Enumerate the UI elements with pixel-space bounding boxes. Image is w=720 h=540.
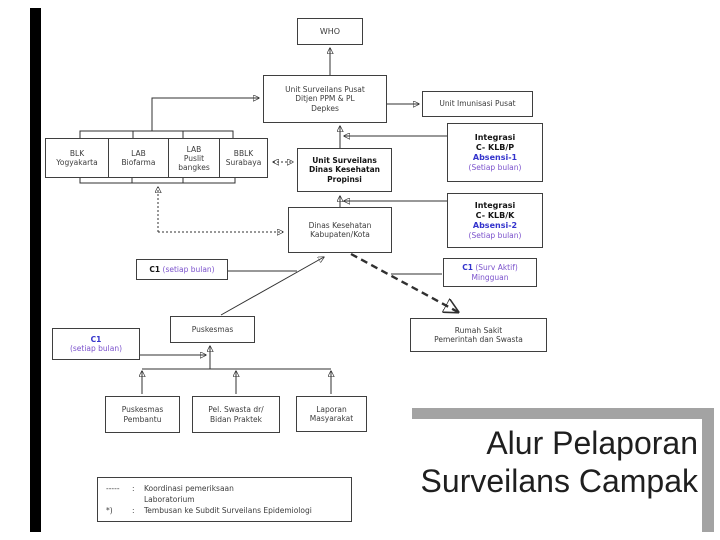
arrow-labs-to-pusat <box>151 98 259 131</box>
legend-row-2: Laboratorium <box>106 495 345 506</box>
slide-title-line2: Surveilans Campak <box>420 463 698 500</box>
node-unit-imunisasi-pusat: Unit Imunisasi Pusat <box>422 91 533 117</box>
lab3-line2: Puslit <box>183 153 205 163</box>
title-frame-right-bar <box>702 408 714 532</box>
labs-bottom-bracket <box>79 178 236 184</box>
arrow-puskesmas-to-kabupaten <box>220 257 324 316</box>
lab4-line2: Surabaya <box>225 158 262 167</box>
c1-surv-line2: Mingguan <box>471 272 509 282</box>
integrasi1-line1: Integrasi <box>474 132 516 142</box>
dashed-kabupaten-to-rumahsakit <box>350 252 458 312</box>
propinsi-line3: Propinsi <box>327 174 362 184</box>
integrasi2-line3: Absensi-2 <box>472 220 518 230</box>
node-who-label: WHO <box>319 26 341 36</box>
legend-row-1: ----- : Koordinasi pemeriksaan <box>106 484 345 495</box>
c1-mid-bold: C1 <box>149 264 161 274</box>
lab1-line2: Yogyakarta <box>56 158 98 167</box>
rumahsakit-line1: Rumah Sakit <box>454 325 503 335</box>
node-c1-setiap-bulan-low: C1 (setiap bulan) <box>52 328 140 360</box>
node-integrasi-klbk: Integrasi C- KLB/K Absensi-2 (Setiap bul… <box>447 193 543 248</box>
c1-low-line2: (setiap bulan) <box>69 344 123 353</box>
node-dinas-kabupaten: Dinas Kesehatan Kabupaten/Kota <box>288 207 392 253</box>
integrasi2-line1: Integrasi <box>474 200 516 210</box>
lab4-line1: BBLK <box>233 149 254 158</box>
rumahsakit-line2: Pemerintah dan Swasta <box>434 335 523 344</box>
legend-text-laboratorium: Laboratorium <box>144 494 195 504</box>
propinsi-line2: Dinas Kesehatan <box>309 165 380 175</box>
node-c1-surv-aktif: C1 (Surv Aktif) Mingguan <box>443 258 537 287</box>
kabupaten-line2: Kabupaten/Kota <box>310 230 370 239</box>
c1-mid-rest: (setiap bulan) <box>162 264 215 274</box>
integrasi1-line3: Absensi-1 <box>472 152 518 162</box>
imunisasi-label: Unit Imunisasi Pusat <box>439 99 516 109</box>
integrasi2-line4: (Setiap bulan) <box>468 230 522 240</box>
node-pel-swasta: Pel. Swasta dr/ Bidan Praktek <box>192 396 280 433</box>
integrasi2-line2: C- KLB/K <box>475 210 515 220</box>
swasta-line2: Bidan Praktek <box>209 414 263 424</box>
propinsi-line1: Unit Surveilans <box>312 155 377 165</box>
slide-title-line1: Alur Pelaporan <box>486 425 698 461</box>
legend-text-koordinasi: Koordinasi pemeriksaan <box>144 484 234 493</box>
puskesmas-label: Puskesmas <box>191 324 234 334</box>
node-unit-surveilans-pusat: Unit Surveilans Pusat Ditjen PPM & PL De… <box>263 75 387 123</box>
lab3-line1: LAB <box>186 144 202 154</box>
pembantu-line2: Pembantu <box>123 414 162 424</box>
legend-star-symbol: *) <box>106 505 113 515</box>
slide-title: Alur Pelaporan Surveilans Campak <box>298 424 698 501</box>
pusat-line3: Depkes <box>311 103 339 113</box>
node-laporan-masyarakat: Laporan Masyarakat <box>296 396 367 432</box>
node-bblk-surabaya: BBLK Surabaya <box>219 139 267 177</box>
laporan-line2: Masyarakat <box>309 414 354 423</box>
integrasi1-line4: (Setiap bulan) <box>468 162 522 172</box>
c1-low-bold: C1 <box>90 334 102 344</box>
node-lab-biofarma: LAB Biofarma <box>108 139 168 177</box>
lab2-line1: LAB <box>131 149 146 158</box>
kabupaten-line1: Dinas Kesehatan <box>308 220 372 230</box>
laporan-line1: Laporan <box>316 404 347 414</box>
legend-colon-1: : <box>132 484 135 493</box>
node-lab-puslitbangkes: LAB Puslit bangkes <box>168 139 219 177</box>
node-puskesmas-pembantu: Puskesmas Pembantu <box>105 396 180 433</box>
node-c1-setiap-bulan-mid: C1 (setiap bulan) <box>136 259 228 280</box>
left-black-bar <box>30 8 41 532</box>
labs-top-bracket <box>79 130 234 138</box>
node-integrasi-klbp: Integrasi C- KLB/P Absensi-1 (Setiap bul… <box>447 123 543 182</box>
legend-dash-symbol: ----- <box>106 484 120 493</box>
legend-text-tembusan: Tembusan ke Subdit Surveilans Epidemiolo… <box>144 505 312 515</box>
legend-row-3: *) : Tembusan ke Subdit Surveilans Epide… <box>106 506 345 517</box>
pusat-line1: Unit Surveilans Pusat <box>285 84 365 94</box>
lab1-line1: BLK <box>69 149 85 158</box>
node-rumah-sakit: Rumah Sakit Pemerintah dan Swasta <box>410 318 547 352</box>
c1-surv-line1: C1 (Surv Aktif) <box>462 263 518 272</box>
node-puskesmas: Puskesmas <box>170 316 255 343</box>
c1-surv-rest: (Surv Aktif) <box>475 263 518 273</box>
pusat-line2: Ditjen PPM & PL <box>295 94 355 104</box>
lab3-line3: bangkes <box>178 162 210 172</box>
c1-surv-bold: C1 <box>462 263 473 273</box>
title-frame-top-bar <box>412 408 714 419</box>
node-unit-surveilans-propinsi: Unit Surveilans Dinas Kesehatan Propinsi <box>297 148 392 192</box>
node-who: WHO <box>297 18 363 45</box>
legend-colon-2: : <box>132 505 135 515</box>
lab2-line2: Biofarma <box>121 158 156 167</box>
legend-box: ----- : Koordinasi pemeriksaan Laborator… <box>97 477 352 522</box>
integrasi1-line2: C- KLB/P <box>475 142 515 152</box>
pembantu-line1: Puskesmas <box>121 405 164 415</box>
swasta-line1: Pel. Swasta dr/ <box>208 405 264 415</box>
node-lab-row: BLK Yogyakarta LAB Biofarma LAB Puslit b… <box>45 138 268 178</box>
node-blk-yogyakarta: BLK Yogyakarta <box>46 139 108 177</box>
